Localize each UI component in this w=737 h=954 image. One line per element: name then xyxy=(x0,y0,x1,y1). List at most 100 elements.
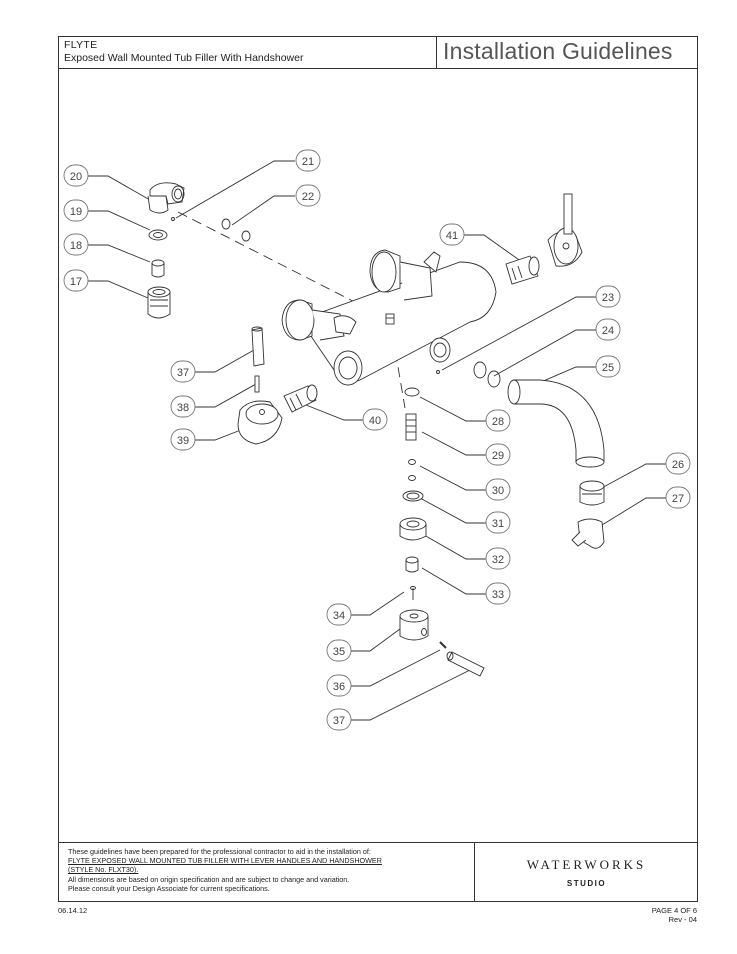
leader-40 xyxy=(305,404,364,421)
callout-35: 35 xyxy=(326,639,352,662)
part-19-washer xyxy=(148,229,168,241)
document-title: Installation Guidelines xyxy=(443,38,673,64)
svg-text:36: 36 xyxy=(333,681,345,693)
svg-text:17: 17 xyxy=(70,276,82,288)
svg-text:27: 27 xyxy=(672,493,684,505)
leader-20 xyxy=(88,175,151,201)
part-21-dot xyxy=(171,217,175,221)
footer-brand-box xyxy=(475,842,698,902)
callout-23: 23 xyxy=(595,285,621,308)
part-24-ring-a xyxy=(473,361,487,379)
part-22-ring-a xyxy=(221,218,231,230)
callout-31: 31 xyxy=(485,511,511,534)
footer-style-number: (STYLE No. FLXT30). xyxy=(68,865,139,874)
part-31-washer xyxy=(402,490,424,502)
svg-text:21: 21 xyxy=(302,156,314,168)
revision-number: Rev - 04 xyxy=(668,915,697,924)
callout-25: 25 xyxy=(595,355,621,378)
leader-28 xyxy=(419,396,486,422)
callout-29: 29 xyxy=(485,443,511,466)
brand-sub-text: STUDIO xyxy=(566,879,607,888)
callout-24: 24 xyxy=(595,318,621,341)
product-name: FLYTE xyxy=(64,39,98,51)
leader-27 xyxy=(601,497,666,526)
part-25-spout xyxy=(507,379,605,468)
callout-30: 30 xyxy=(485,478,511,501)
callout-33: 33 xyxy=(485,582,511,605)
callout-28: 28 xyxy=(485,409,511,432)
svg-text:35: 35 xyxy=(333,646,345,658)
leader-29 xyxy=(421,431,486,456)
leader-24 xyxy=(493,329,596,377)
callout-27: 27 xyxy=(665,486,691,509)
part-33-sleeve xyxy=(405,556,419,573)
leader-35 xyxy=(350,625,405,652)
part-34-screw xyxy=(410,586,416,600)
svg-text:41: 41 xyxy=(446,230,458,242)
footer-note-line-5: Please consult your Design Associate for… xyxy=(68,884,270,893)
leader-37a xyxy=(195,349,255,373)
callout-34: 34 xyxy=(326,603,352,626)
leader-41 xyxy=(463,234,523,263)
part-37-lever xyxy=(446,651,485,677)
leader-34 xyxy=(350,591,405,616)
leader-25 xyxy=(533,366,596,386)
footer-notes-box xyxy=(58,842,475,902)
part-30-ring-a xyxy=(408,459,416,465)
svg-text:25: 25 xyxy=(602,362,614,374)
callout-18: 18 xyxy=(63,233,89,256)
part-41-cartridge xyxy=(505,255,540,285)
leader-31 xyxy=(419,497,486,524)
svg-text:28: 28 xyxy=(492,416,504,428)
callout-40: 40 xyxy=(362,408,388,431)
leader-22 xyxy=(231,195,295,226)
footer-note-line-4: All dimensions are based on origin speci… xyxy=(68,875,350,884)
svg-text:40: 40 xyxy=(369,415,381,427)
svg-text:33: 33 xyxy=(492,589,504,601)
callout-38: 38 xyxy=(170,395,196,418)
svg-text:38: 38 xyxy=(177,402,189,414)
callout-26: 26 xyxy=(665,452,691,475)
svg-text:22: 22 xyxy=(302,191,314,203)
part-26-aerator xyxy=(579,480,605,506)
svg-text:32: 32 xyxy=(492,554,504,566)
product-description: Exposed Wall Mounted Tub Filler With Han… xyxy=(64,52,304,64)
callout-41: 41 xyxy=(439,223,465,246)
svg-text:37: 37 xyxy=(333,715,345,727)
svg-text:19: 19 xyxy=(70,206,82,218)
part-27-fitting xyxy=(571,518,605,549)
page-number: PAGE 4 OF 6 xyxy=(651,906,697,915)
part-41-handle xyxy=(547,193,583,267)
footer-product-title-line: FLYTE EXPOSED WALL MOUNTED TUB FILLER WI… xyxy=(68,856,382,865)
leader-21 xyxy=(175,160,295,219)
part-30-ring-b xyxy=(408,475,416,481)
callout-37-top: 37 xyxy=(170,360,196,383)
leader-36 xyxy=(350,649,441,687)
part-40-cartridge xyxy=(283,384,318,413)
part-22-ring-b xyxy=(241,230,251,242)
svg-text:31: 31 xyxy=(492,518,504,530)
part-20-elbow xyxy=(147,182,185,214)
leader-23 xyxy=(441,296,596,371)
part-18-sleeve xyxy=(151,259,165,278)
leader-37b xyxy=(350,669,471,721)
part-36-pin xyxy=(439,641,447,649)
leader-33 xyxy=(421,567,486,595)
part-35-handle-hub xyxy=(399,609,429,641)
part-39-handle xyxy=(237,400,283,445)
part-24-ring-b xyxy=(487,370,501,388)
svg-text:39: 39 xyxy=(177,435,189,447)
leader-18 xyxy=(88,244,151,263)
part-38-pin xyxy=(254,375,260,393)
part-28-ring xyxy=(404,387,420,397)
callout-22: 22 xyxy=(295,184,321,207)
part-37-pin-top xyxy=(251,326,265,367)
svg-text:29: 29 xyxy=(492,450,504,462)
leader-30 xyxy=(419,465,486,491)
svg-text:18: 18 xyxy=(70,240,82,252)
svg-text:23: 23 xyxy=(602,292,614,304)
svg-text:34: 34 xyxy=(333,610,345,622)
svg-text:24: 24 xyxy=(602,325,614,337)
callout-19: 19 xyxy=(63,199,89,222)
callout-17: 17 xyxy=(63,269,89,292)
